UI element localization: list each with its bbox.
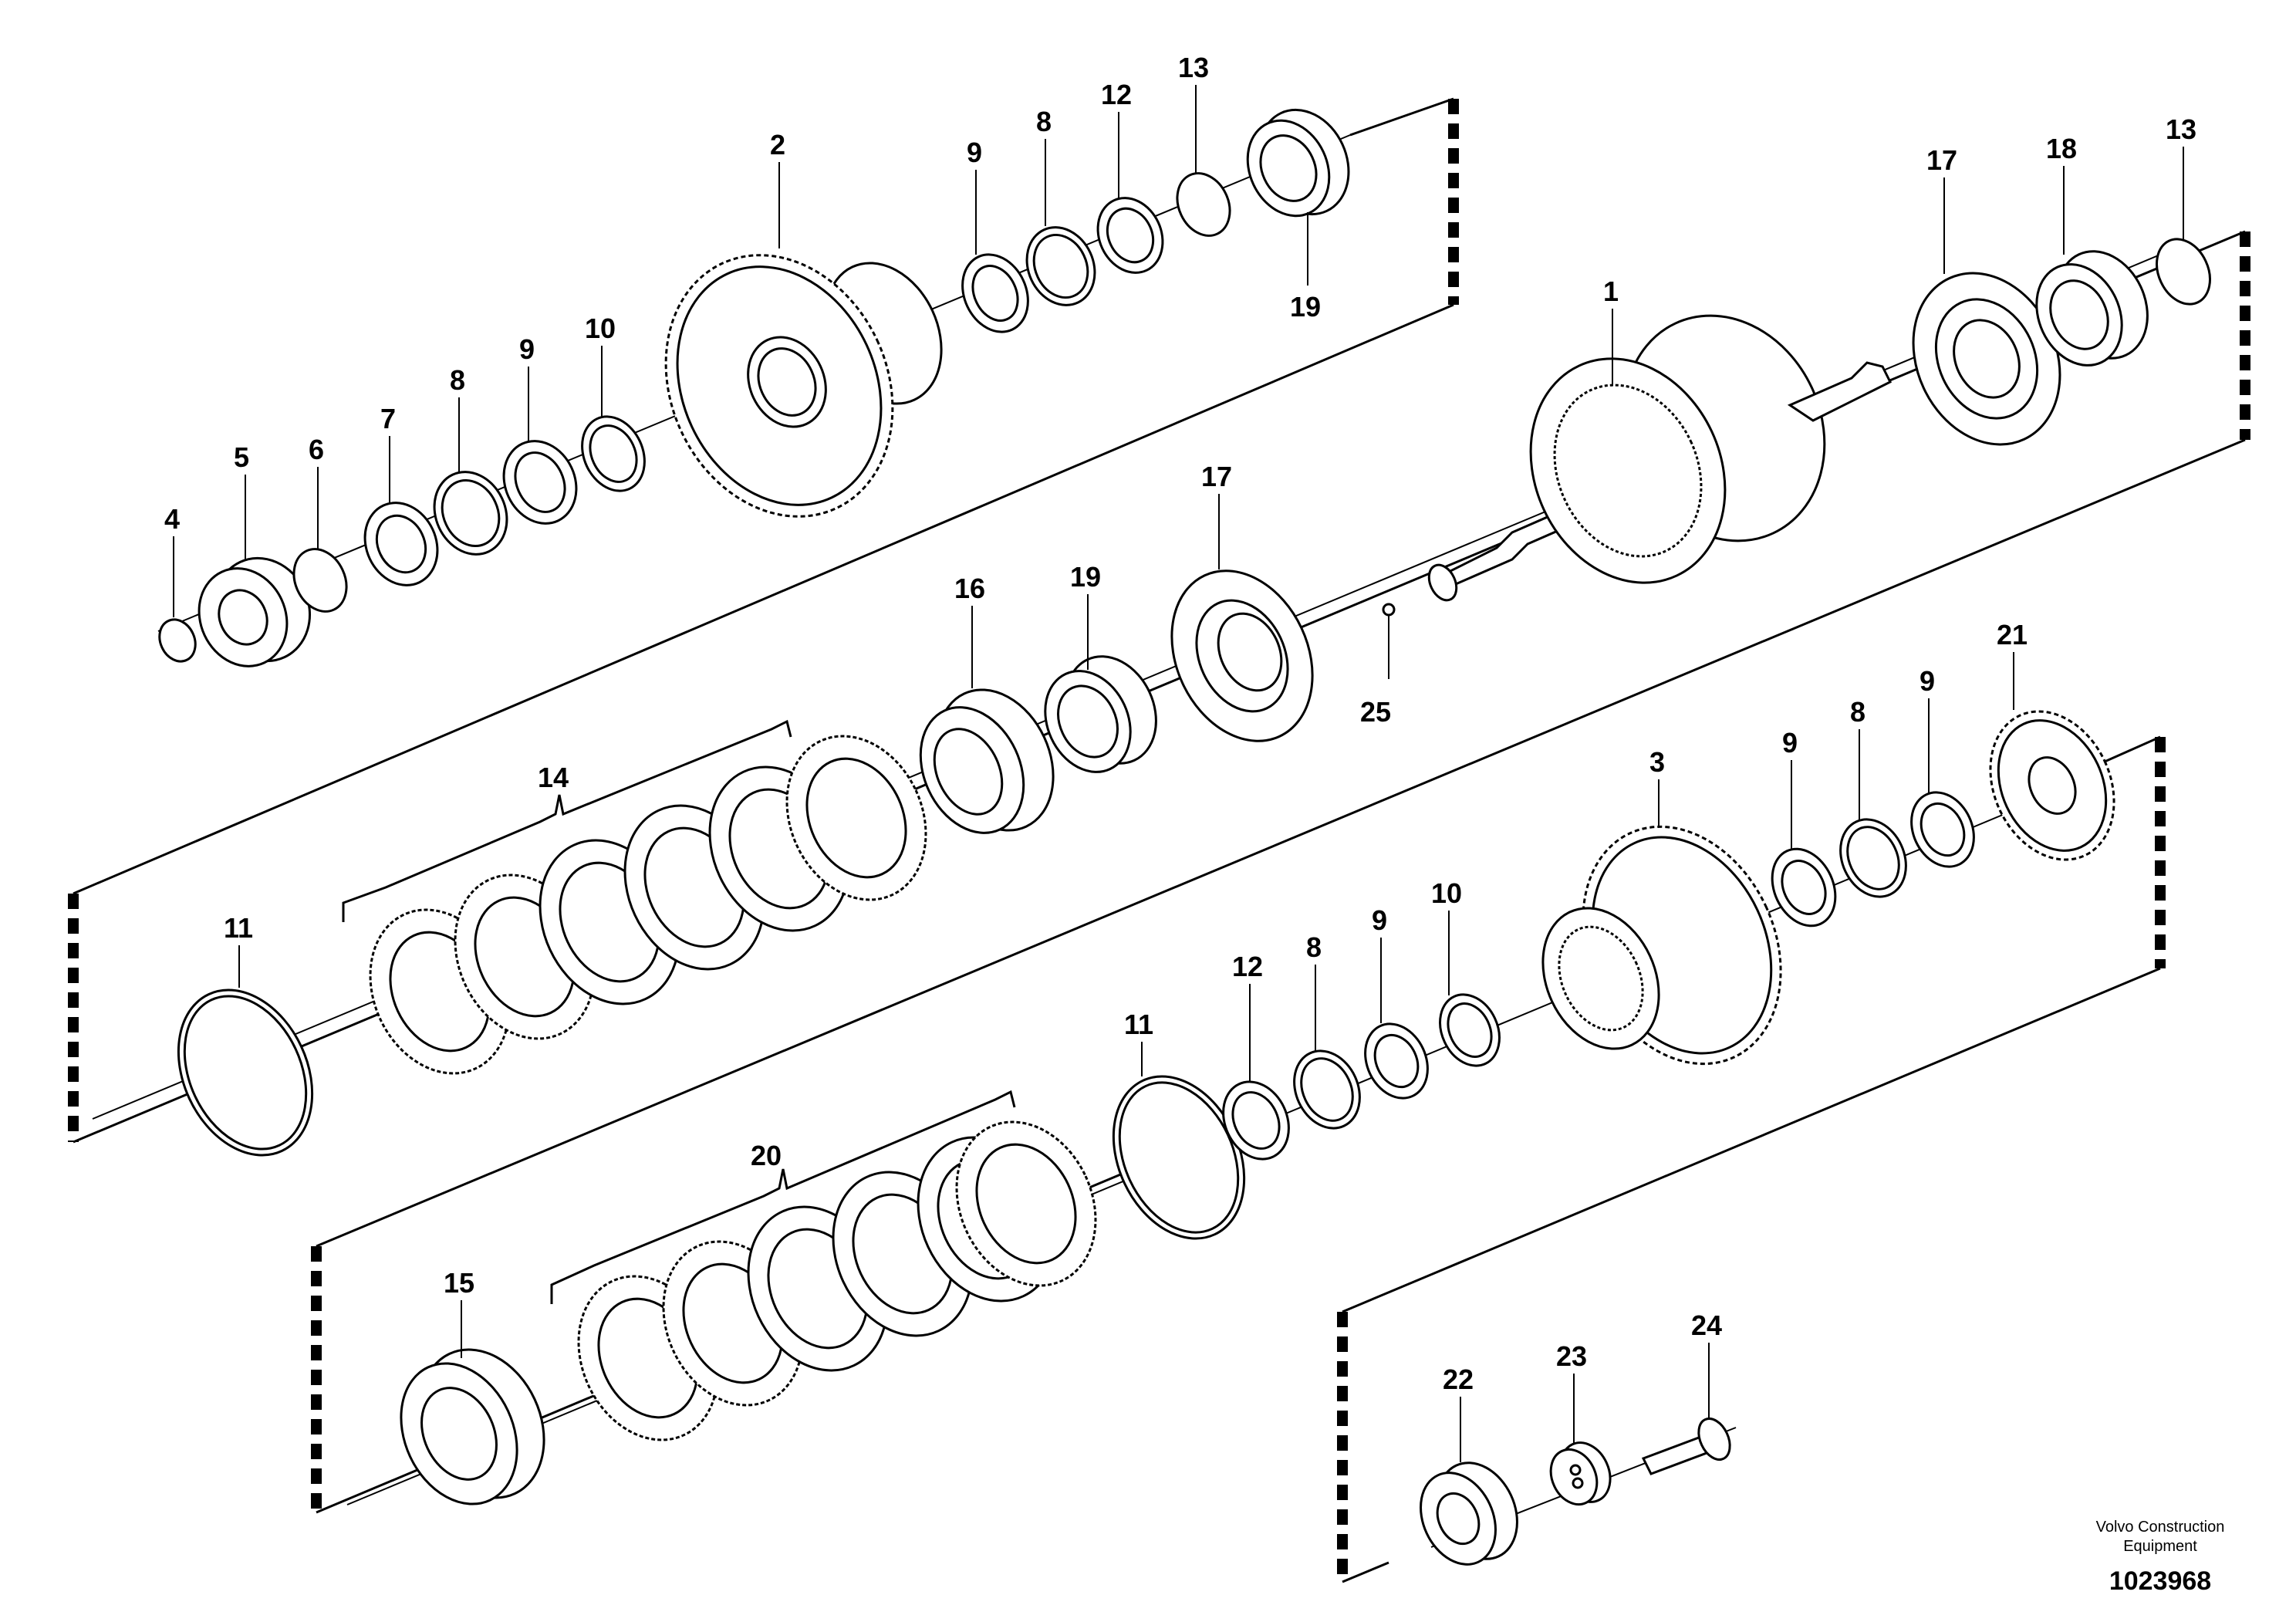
callout-8: 8	[1306, 931, 1322, 963]
part-23-washer	[1549, 1441, 1612, 1506]
part-10-needle-cage	[1439, 993, 1501, 1067]
callout-14: 14	[538, 762, 569, 793]
part-9-thrust-washer	[961, 253, 1029, 333]
callout-7: 7	[380, 403, 396, 434]
callout-9: 9	[1920, 665, 1935, 697]
callout-2: 2	[770, 129, 785, 161]
callout-8: 8	[1036, 106, 1052, 137]
part-10-needle-cage	[581, 415, 646, 492]
part-9-thrust-washer	[1364, 1022, 1429, 1100]
group-upper-shaft	[73, 97, 1459, 895]
callout-9: 9	[967, 137, 982, 168]
callout-15: 15	[444, 1267, 474, 1299]
callout-22: 22	[1443, 1363, 1474, 1395]
callout-1: 1	[1603, 275, 1619, 307]
part-2-gear	[664, 254, 943, 518]
group-middle-shaft	[68, 230, 2250, 1248]
part-9-thrust-washer	[1771, 847, 1837, 928]
callout-12: 12	[1232, 951, 1263, 982]
group-lower-shaft	[311, 710, 2166, 1514]
callout-10: 10	[1431, 877, 1462, 909]
part-3-gear	[1541, 825, 1782, 1066]
group-bearing-bolt	[1337, 1312, 1737, 1583]
part-17-bearing	[1912, 272, 2061, 446]
part-19-thrust-ring	[1246, 108, 1350, 218]
callout-19: 19	[1290, 291, 1321, 323]
part-13-circlip	[2156, 238, 2211, 306]
callout-21: 21	[1997, 619, 2028, 650]
callout-10: 10	[585, 313, 616, 344]
callout-12: 12	[1101, 79, 1132, 110]
callout-4: 4	[164, 503, 180, 535]
callout-17: 17	[1201, 461, 1232, 492]
part-24-bolt	[1641, 1418, 1731, 1475]
part-25-ball	[1382, 603, 1396, 679]
callout-labels: 4 5 6 7 8 9 10 2 9 8 12 13 19 1 17 18 13…	[164, 52, 2196, 1395]
callout-16: 16	[954, 573, 985, 604]
callout-8: 8	[450, 364, 465, 396]
callout-5: 5	[234, 441, 249, 473]
footer: Volvo Construction Equipment 1023968	[2096, 1519, 2225, 1596]
callout-11: 11	[224, 912, 253, 944]
leader-lines	[173, 85, 2184, 1462]
callout-20: 20	[751, 1140, 782, 1171]
part-9-thrust-washer	[502, 440, 578, 525]
part-19-thrust-ring	[1044, 655, 1157, 773]
part-11-snap-ring	[177, 988, 314, 1157]
part-21-gear	[1989, 710, 2115, 861]
callout-3: 3	[1649, 746, 1665, 778]
brand-name-line2: Equipment	[2123, 1538, 2197, 1555]
part-8-needle-bearing	[433, 471, 508, 556]
callout-13: 13	[1178, 52, 1209, 83]
callout-25: 25	[1360, 696, 1391, 728]
callout-9: 9	[1782, 727, 1798, 759]
part-13-circlip	[1176, 172, 1231, 237]
callout-23: 23	[1556, 1340, 1587, 1372]
brand-name-line1: Volvo Construction	[2096, 1519, 2225, 1536]
part-7-washer	[363, 502, 439, 586]
part-20-clutch-disc-pack	[550, 1090, 1097, 1441]
callout-9: 9	[1372, 904, 1387, 936]
callout-19: 19	[1070, 561, 1101, 593]
callout-6: 6	[309, 434, 324, 465]
part-17-bearing-housing	[1170, 569, 1314, 742]
part-18-thrust-ring	[2035, 250, 2149, 367]
part-1-clutch-drum-shaft	[1427, 314, 1893, 602]
part-12-washer	[1222, 1080, 1290, 1161]
callout-8: 8	[1850, 696, 1866, 728]
part-8-needle-bearing	[1025, 226, 1096, 306]
part-22-bearing	[1420, 1461, 1518, 1566]
part-5-bearing	[198, 556, 312, 667]
part-8-needle-bearing	[1839, 818, 1907, 898]
part-14-clutch-disc-pack	[342, 719, 927, 1075]
part-6-circlip	[292, 548, 348, 613]
part-8-needle-bearing	[1293, 1049, 1361, 1130]
document-number: 1023968	[2109, 1566, 2211, 1596]
callout-11: 11	[1124, 1009, 1153, 1040]
callout-9: 9	[519, 333, 535, 365]
part-16-piston	[919, 688, 1055, 834]
callout-18: 18	[2046, 133, 2077, 164]
callout-24: 24	[1691, 1309, 1722, 1341]
callout-17: 17	[1926, 144, 1957, 176]
part-4-circlip	[158, 618, 197, 663]
part-15-piston	[400, 1348, 545, 1505]
callout-13: 13	[2166, 113, 2196, 145]
part-12-washer	[1096, 197, 1164, 274]
part-9-thrust-washer	[1910, 791, 1975, 868]
